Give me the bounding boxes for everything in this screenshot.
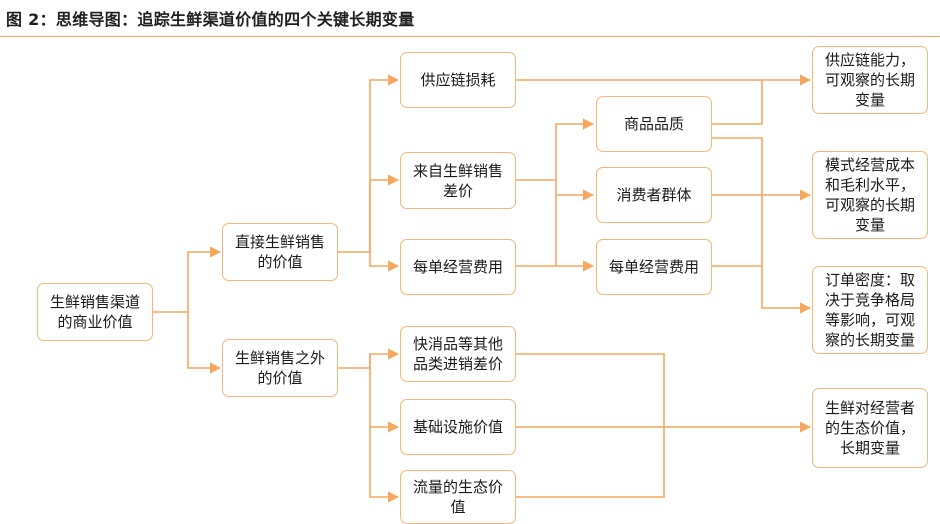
edge-beyond-fmcg	[337, 348, 400, 369]
node-beyond-value: 生鲜销售之外 的价值	[222, 339, 338, 397]
node-infrastructure: 基础设施价值	[400, 399, 516, 455]
edge-direct-supply	[337, 74, 400, 253]
edge-root-direct	[152, 246, 222, 313]
edge-beyond-infra	[369, 354, 400, 433]
node-price-spread: 来自生鲜销售 差价	[400, 152, 516, 209]
edge-cost2-var3	[761, 266, 812, 314]
node-root: 生鲜销售渠道 的商业价值	[37, 283, 153, 341]
title-divider	[0, 36, 940, 37]
edge-cost-join	[516, 195, 557, 267]
node-direct-value: 直接生鲜销售 的价值	[222, 223, 338, 281]
edge-fmcg-var4	[516, 353, 665, 498]
edge-quality-var1	[712, 80, 763, 125]
edge-direct-cost	[369, 180, 400, 272]
edge-quality-var2	[712, 137, 763, 195]
node-order-cost-1: 每单经营费用	[400, 239, 516, 295]
node-var-supply-chain: 供应链能力， 可观察的长期 变量	[812, 46, 928, 114]
node-var-model-cost: 模式经营成本 和毛利水平， 可观察的长期 变量	[812, 151, 928, 239]
edge-root-beyond	[187, 312, 222, 374]
edge-spread-quality	[516, 118, 595, 181]
node-product-quality: 商品品质	[596, 96, 712, 152]
node-order-cost-2: 每单经营费用	[596, 239, 712, 295]
node-fmcg-spread: 快消品等其他 品类进销差价	[400, 326, 516, 382]
node-traffic-eco: 流量的生态价 值	[400, 470, 516, 524]
edge-cost2-var2	[712, 195, 763, 267]
page-title: 图 2：思维导图：追踪生鲜渠道价值的四个关键长期变量	[6, 10, 415, 29]
node-consumer-group: 消费者群体	[596, 167, 712, 223]
node-var-eco-value: 生鲜对经营者 的生态价值， 长期变量	[812, 388, 928, 468]
node-var-order-density: 订单密度：取 决于竞争格局 等影响，可观 察的长期变量	[812, 266, 928, 354]
edge-beyond-traffic	[369, 427, 400, 503]
edge-spread-consumer	[555, 180, 595, 201]
node-supply-loss: 供应链损耗	[400, 52, 516, 108]
